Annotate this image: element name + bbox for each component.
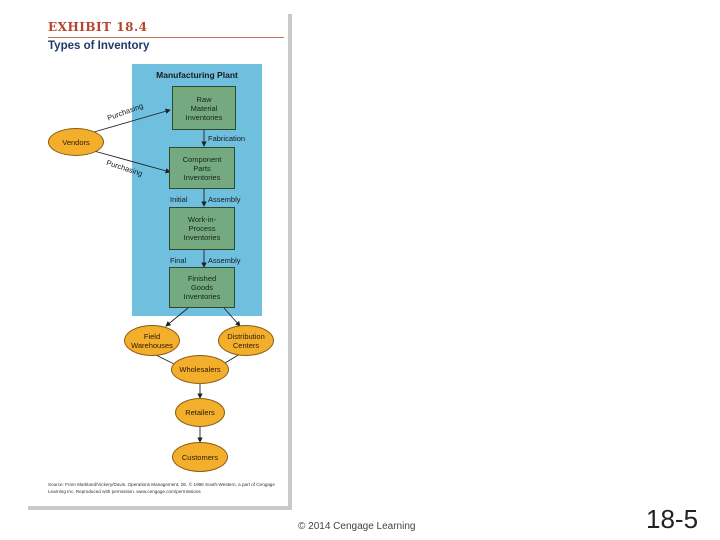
finished-goods-inventories: Finished Goods Inventories bbox=[169, 267, 235, 308]
wholesalers-node: Wholesalers bbox=[171, 355, 229, 384]
vendors-node: Vendors bbox=[48, 128, 104, 156]
work-in-process-inventories: Work-in- Process Inventories bbox=[169, 207, 235, 250]
arrow-finished-to-field bbox=[165, 307, 189, 327]
retailers-node: Retailers bbox=[175, 398, 225, 427]
assembly-label-2: Assembly bbox=[208, 256, 241, 265]
arrow-vendors-to-raw bbox=[93, 108, 171, 133]
slide-number: 18-5 bbox=[646, 504, 699, 534]
field-warehouses-node: Field Warehouses bbox=[124, 325, 180, 356]
plant-title: Manufacturing Plant bbox=[156, 70, 238, 80]
exhibit-rule bbox=[48, 37, 284, 38]
customers-node: Customers bbox=[172, 442, 228, 472]
arrow-vendors-to-component bbox=[93, 150, 171, 174]
fabrication-label: Fabrication bbox=[208, 134, 246, 143]
initial-label: Initial bbox=[170, 195, 188, 204]
arrow-finished-to-distribution bbox=[223, 307, 241, 327]
distribution-centers-node: Distribution Centers bbox=[218, 325, 274, 356]
flow-arrows bbox=[93, 108, 241, 443]
final-label: Final bbox=[170, 256, 187, 265]
exhibit-figure: EXHIBIT 18.4 Types of Inventory Manufact… bbox=[28, 14, 292, 510]
copyright-text: © 2014 Cengage Learning bbox=[298, 521, 416, 532]
source-note: Source: From Markland/Vickery/Davis. Ope… bbox=[48, 482, 275, 494]
exhibit-number: EXHIBIT 18.4 bbox=[48, 20, 148, 34]
exhibit-title: Types of Inventory bbox=[48, 40, 150, 52]
assembly-label-1: Assembly bbox=[208, 195, 241, 204]
raw-material-inventories: Raw Material Inventories bbox=[172, 86, 236, 130]
component-parts-inventories: Component Parts Inventories bbox=[169, 147, 235, 189]
